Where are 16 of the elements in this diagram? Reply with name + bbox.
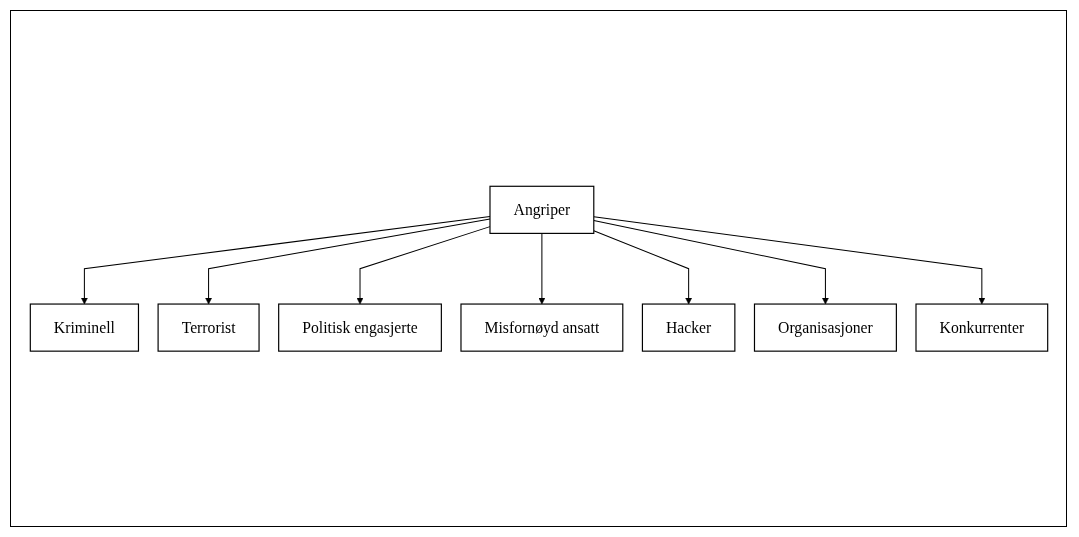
node-box	[641, 303, 735, 352]
arrow	[592, 219, 829, 305]
arrow	[537, 232, 545, 305]
node-box	[753, 303, 897, 352]
node-box	[29, 303, 139, 352]
node-box	[277, 303, 442, 352]
arrow	[80, 215, 490, 305]
diagram-frame: Angriper Kriminell Terrorist Politisk engasjerte Misfornøyd ansatt Hacker Organisasjoner Konkurrenter	[10, 10, 1067, 527]
node-box	[459, 303, 623, 352]
node-box	[488, 185, 594, 234]
arrow	[592, 216, 985, 305]
arrow	[356, 225, 490, 305]
node-box	[914, 303, 1048, 352]
arrow	[592, 229, 692, 305]
arrow	[204, 218, 490, 305]
node-box	[157, 303, 260, 352]
